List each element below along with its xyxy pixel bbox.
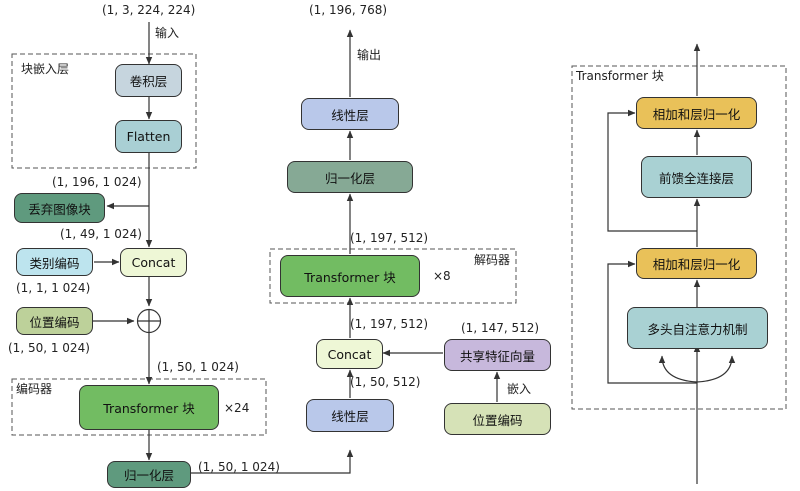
mhsa-node: 多头自注意力机制	[627, 307, 768, 349]
class-token-node: 类别编码	[16, 248, 93, 276]
arrow-norm-decoder	[191, 449, 354, 474]
output-label: 输出	[357, 48, 382, 62]
conv-layer-node: 卷积层	[115, 64, 182, 97]
pos-encoding-node: 位置编码	[16, 307, 93, 335]
mask-shape-label: (1, 147, 512)	[461, 321, 540, 335]
discard-shape-label: (1, 49, 1 024)	[60, 227, 142, 241]
decoder-shape-top-label: (1, 197, 512)	[350, 231, 429, 245]
concat-decoder-node: Concat	[316, 339, 383, 369]
arrow-qkv-right	[696, 355, 736, 383]
input-shape-label: (1, 3, 224, 224)	[102, 3, 196, 17]
concat-encoder-node: Concat	[120, 248, 187, 277]
decoder-transformer-node: Transformer 块	[280, 255, 420, 297]
add-norm-bottom-node: 相加和层归一化	[636, 248, 757, 279]
encoder-norm-shape-label: (1, 50, 1 024)	[198, 460, 280, 474]
flatten-shape-label: (1, 196, 1 024)	[52, 175, 142, 189]
embed-label: 嵌入	[507, 382, 532, 396]
encoder-group-frame	[11, 378, 267, 436]
encoder-transformer-node: Transformer 块	[79, 385, 219, 430]
decoder-repeat-label: ×8	[433, 269, 451, 283]
transformer-detail-frame	[571, 65, 787, 410]
decoder-group-frame	[269, 248, 517, 304]
arrow-qkv-left	[658, 355, 698, 383]
input-label: 输入	[155, 26, 180, 40]
output-shape-label: (1, 196, 768)	[309, 3, 388, 17]
transformer-detail-title: Transformer 块	[576, 69, 664, 83]
flatten-node: Flatten	[115, 120, 182, 153]
decoder-shape-bottom-label: (1, 197, 512)	[350, 317, 429, 331]
residual-top	[607, 109, 697, 232]
decoder-pos-encoding-node: 位置编码	[444, 403, 551, 435]
decoder-linear-shape-label: (1, 50, 512)	[350, 375, 421, 389]
residual-bottom	[607, 260, 697, 384]
encoder-group-title: 编码器	[16, 382, 53, 396]
ffn-node: 前馈全连接层	[641, 156, 752, 198]
encoder-repeat-label: ×24	[224, 401, 250, 415]
patch-embed-group-frame	[11, 53, 197, 169]
discard-patches-node: 丢弃图像块	[14, 193, 105, 223]
add-norm-top-node: 相加和层归一化	[636, 97, 757, 129]
decoder-linear-bottom-node: 线性层	[306, 399, 394, 432]
decoder-linear-top-node: 线性层	[301, 98, 399, 130]
decoder-norm-node: 归一化层	[287, 161, 413, 193]
patch-embed-group-title: 块嵌入层	[21, 62, 70, 76]
pos-shape-label: (1, 50, 1 024)	[8, 341, 90, 355]
class-shape-label: (1, 1, 1 024)	[16, 281, 91, 295]
encoder-norm-node: 归一化层	[107, 461, 191, 488]
shared-feature-node: 共享特征向量	[444, 339, 551, 371]
decoder-group-title: 解码器	[474, 253, 511, 267]
after-add-shape-label: (1, 50, 1 024)	[157, 360, 239, 374]
